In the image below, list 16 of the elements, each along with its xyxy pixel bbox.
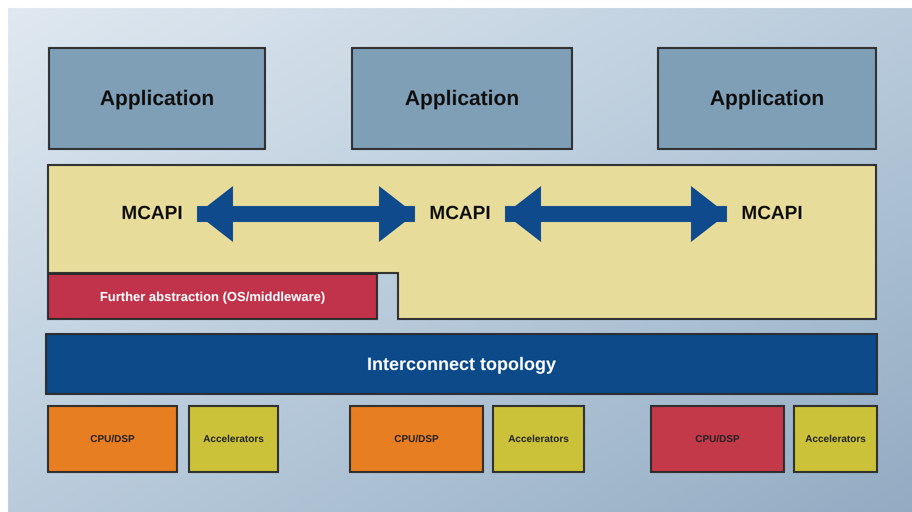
api-label: MCAPI bbox=[415, 196, 505, 232]
application-box: Application bbox=[657, 47, 877, 150]
double-arrow bbox=[505, 186, 727, 242]
component-box: Accelerators bbox=[492, 405, 585, 473]
double-arrow bbox=[197, 186, 415, 242]
component-box: Accelerators bbox=[793, 405, 878, 473]
component-box: CPU/DSP bbox=[650, 405, 785, 473]
component-box: Further abstraction (OS/middleware) bbox=[47, 273, 378, 320]
application-box: Application bbox=[48, 47, 266, 150]
api-label: MCAPI bbox=[727, 196, 817, 232]
api-label: MCAPI bbox=[107, 196, 197, 232]
component-box: CPU/DSP bbox=[349, 405, 484, 473]
application-box: Application bbox=[351, 47, 573, 150]
component-box: Accelerators bbox=[188, 405, 279, 473]
interconnect-bar: Interconnect topology bbox=[45, 333, 878, 395]
component-box: CPU/DSP bbox=[47, 405, 178, 473]
